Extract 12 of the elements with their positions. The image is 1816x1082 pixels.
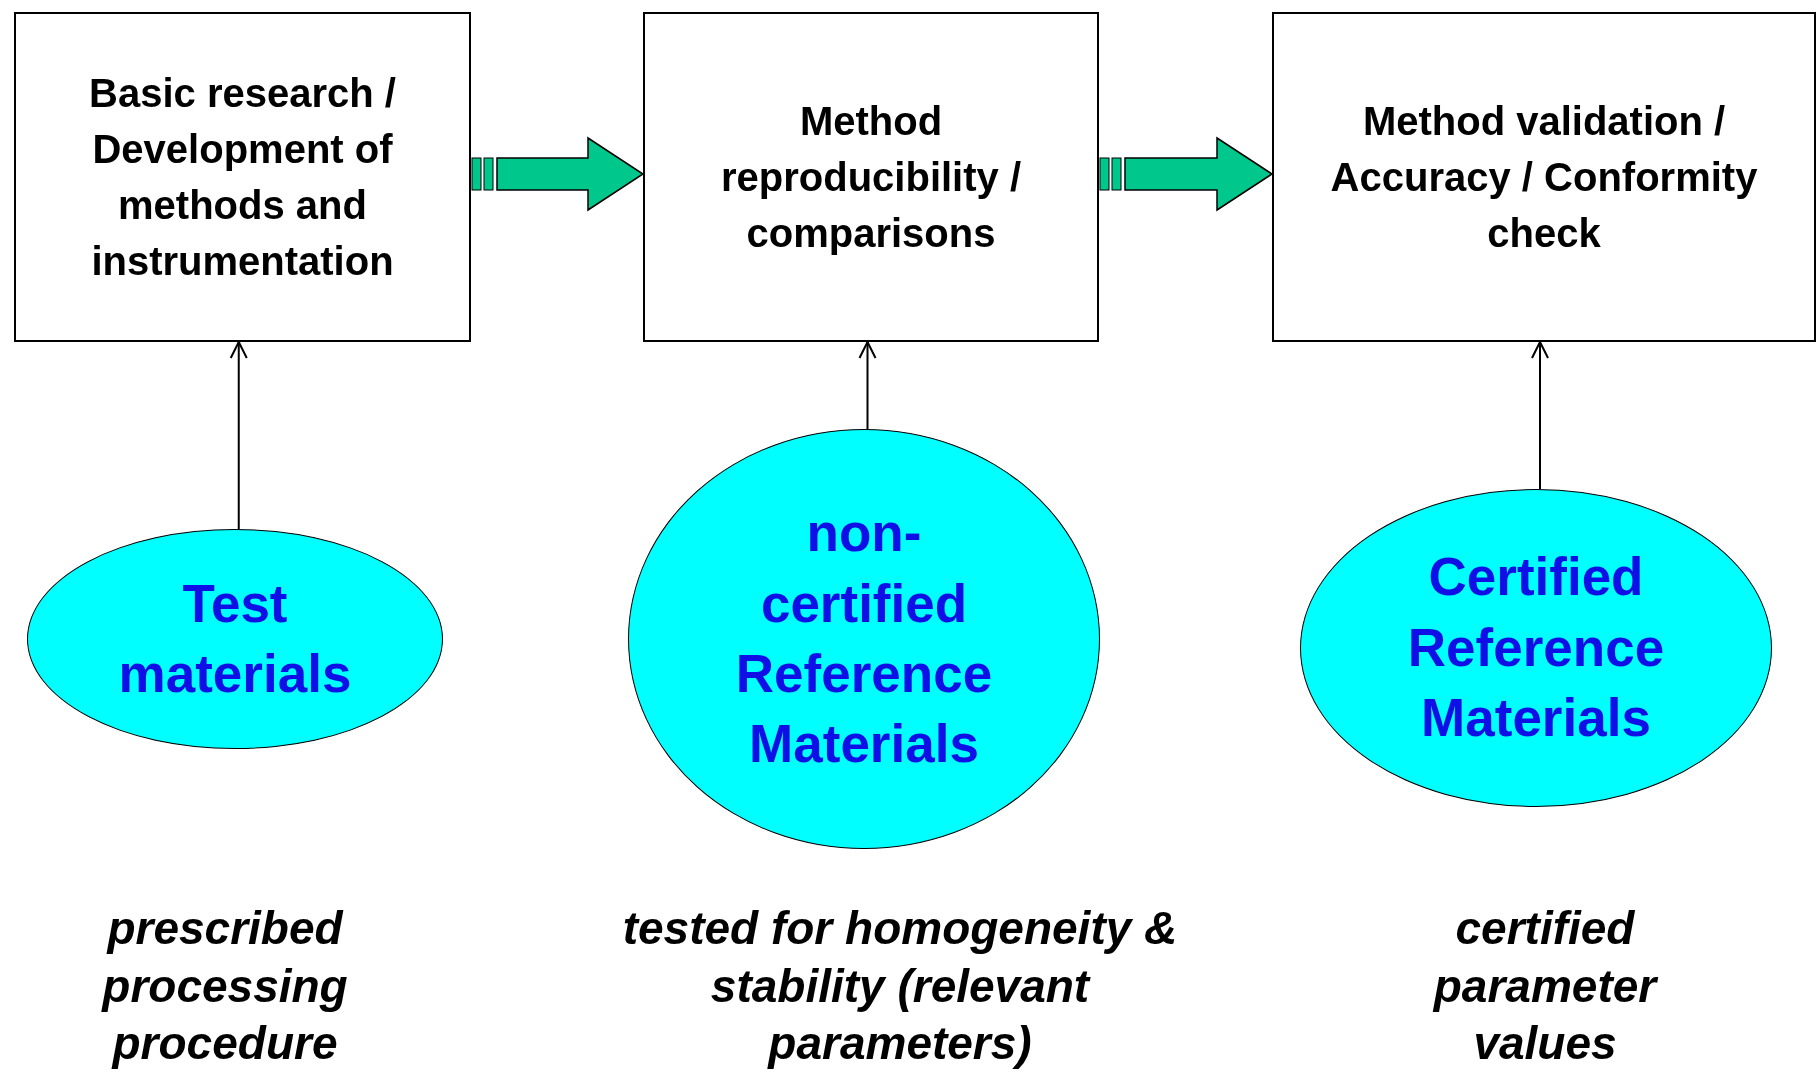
material-label: Certified Reference Materials [1406,546,1666,750]
material-note: prescribed processing procedure [100,901,349,1071]
material-note: tested for homogeneity & stability (relevant parameters) [621,901,1179,1071]
process-box [14,12,471,342]
material-note: certified parameter values [1431,901,1659,1071]
process-label: Method reproducibility / comparisons [719,98,1022,257]
process-box [1272,12,1816,342]
material-label: Test materials [117,572,353,705]
process-box [643,12,1099,342]
material-label: non-certified Reference Materials [734,502,994,776]
process-label: Basic research / Development of methods and instrumentation [88,70,397,285]
process-label: Method validation / Accuracy / Conformity check [1329,98,1759,257]
